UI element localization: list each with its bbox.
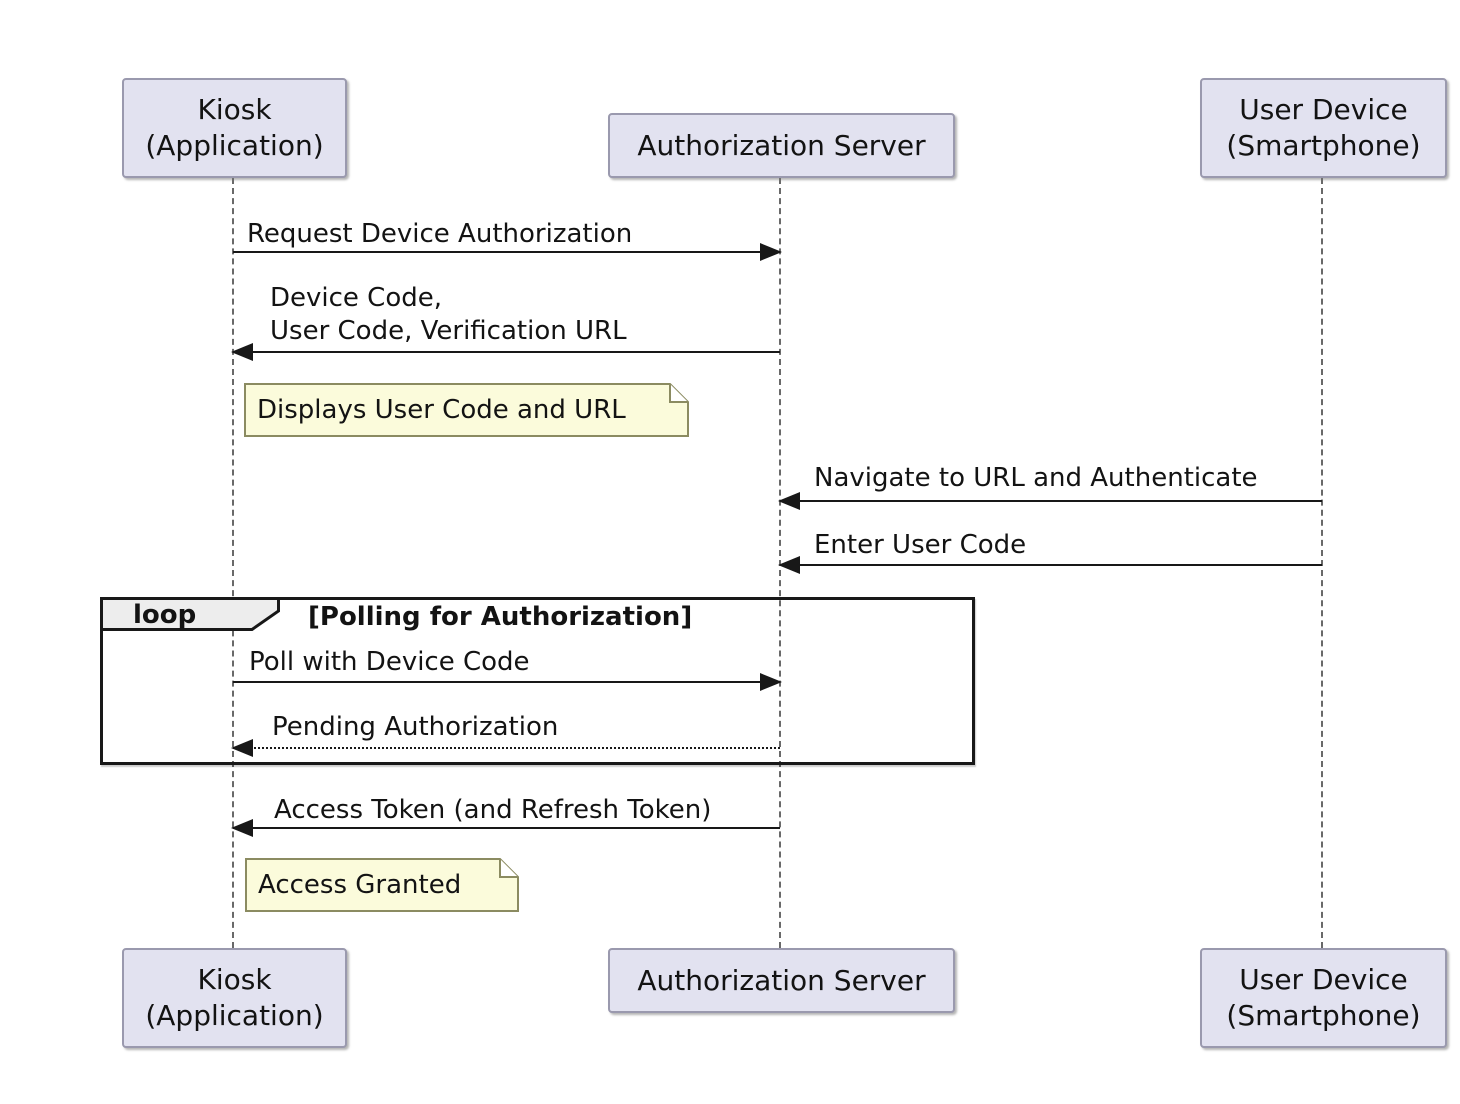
lifeline-kiosk <box>232 178 234 948</box>
message-device-code-line2: User Code, Verification URL <box>270 316 627 346</box>
arrowhead-left-icon <box>231 739 253 757</box>
message-access-token: Access Token (and Refresh Token) <box>274 795 712 825</box>
arrow-request-device-authorization <box>233 243 782 261</box>
message-enter-user-code: Enter User Code <box>814 530 1027 560</box>
lifeline-user-device <box>1321 178 1323 948</box>
note-displays-user-code: Displays User Code and URL <box>244 383 690 437</box>
participant-label: User Device <box>1239 963 1408 997</box>
arrowhead-right-icon <box>760 243 782 261</box>
arrow-navigate-to-url <box>778 492 1322 510</box>
arrowhead-left-icon <box>231 343 253 361</box>
loop-condition: [Polling for Authorization] <box>308 602 693 632</box>
participant-label: Authorization Server <box>637 963 926 997</box>
arrow-poll-with-device-code <box>233 673 782 691</box>
message-device-code-line1: Device Code, <box>270 283 443 313</box>
participant-kiosk-bottom: Kiosk (Application) <box>122 948 347 1048</box>
message-pending-authorization: Pending Authorization <box>272 712 559 742</box>
arrow-access-token <box>231 819 780 837</box>
message-request-device-authorization: Request Device Authorization <box>247 219 633 249</box>
loop-tab <box>100 597 280 631</box>
participant-user-device-bottom: User Device (Smartphone) <box>1200 948 1447 1048</box>
arrow-pending-authorization <box>231 739 780 757</box>
loop-frame <box>100 597 975 765</box>
participant-label: Kiosk <box>197 963 272 997</box>
note-text: Displays User Code and URL <box>257 395 626 425</box>
participant-label: (Application) <box>145 999 324 1032</box>
arrow-enter-user-code <box>778 556 1322 574</box>
note-shape <box>245 858 519 912</box>
arrowhead-left-icon <box>231 819 253 837</box>
message-poll-with-device-code: Poll with Device Code <box>249 647 530 677</box>
arrowhead-left-icon <box>778 492 800 510</box>
note-text: Access Granted <box>258 870 462 900</box>
participant-kiosk-top: Kiosk (Application) <box>122 78 347 178</box>
participant-label: Authorization Server <box>637 128 926 162</box>
participant-label: (Application) <box>145 129 324 162</box>
participant-label: (Smartphone) <box>1226 129 1421 162</box>
loop-keyword: loop <box>133 600 197 630</box>
arrowhead-left-icon <box>778 556 800 574</box>
participant-user-device-top: User Device (Smartphone) <box>1200 78 1447 178</box>
participant-label: User Device <box>1239 93 1408 127</box>
participant-auth-server-top: Authorization Server <box>608 113 955 178</box>
arrow-device-code <box>231 343 780 361</box>
participant-auth-server-bottom: Authorization Server <box>608 948 955 1013</box>
note-shape <box>244 383 689 437</box>
arrowhead-right-icon <box>760 673 782 691</box>
message-navigate-to-url: Navigate to URL and Authenticate <box>814 463 1258 493</box>
participant-label: (Smartphone) <box>1226 999 1421 1032</box>
note-access-granted: Access Granted <box>245 858 520 912</box>
participant-label: Kiosk <box>197 93 272 127</box>
